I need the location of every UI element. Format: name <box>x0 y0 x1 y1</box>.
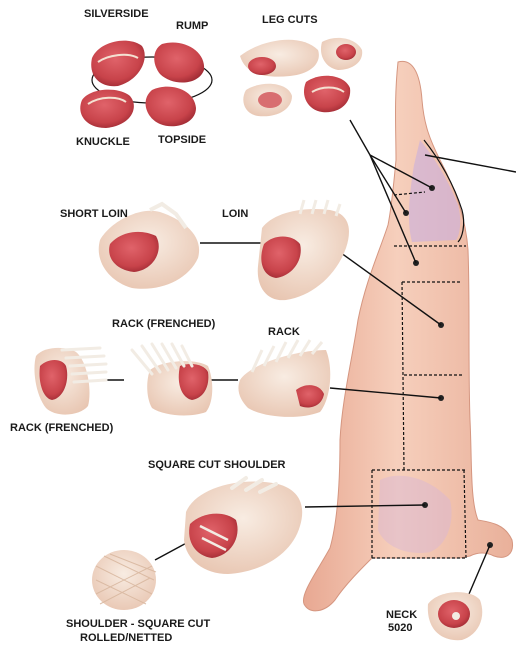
neck-image <box>428 592 482 640</box>
topside-image <box>146 87 196 127</box>
label-shoulder-rolled-line2: ROLLED/NETTED <box>80 632 172 644</box>
shoulder-rolled-netted-image <box>92 550 156 610</box>
rack-frenched-middle-image <box>132 344 212 415</box>
rack-image <box>238 340 330 417</box>
label-rack-frenched-top: RACK (FRENCHED) <box>112 318 215 330</box>
label-neck-line2: 5020 <box>388 622 412 634</box>
label-loin: LOIN <box>222 208 248 220</box>
lamb-carcass <box>303 61 512 610</box>
rump-image <box>154 42 204 82</box>
label-topside: TOPSIDE <box>158 134 206 146</box>
square-cut-shoulder-image <box>184 478 302 574</box>
silverside-image <box>91 41 145 87</box>
label-silverside: SILVERSIDE <box>84 8 149 20</box>
label-neck-line1: NECK <box>386 609 417 621</box>
label-rump: RUMP <box>176 20 208 32</box>
leg-cuts-image <box>240 38 362 116</box>
label-leg-cuts: LEG CUTS <box>262 14 318 26</box>
label-rack: RACK <box>268 326 300 338</box>
label-short-loin: SHORT LOIN <box>60 208 128 220</box>
label-shoulder-rolled-line1: SHOULDER - SQUARE CUT <box>66 618 210 630</box>
loin-image <box>258 200 349 300</box>
rack-frenched-left-image <box>34 348 106 415</box>
label-knuckle: KNUCKLE <box>76 136 130 148</box>
label-square-cut-shoulder: SQUARE CUT SHOULDER <box>148 459 286 471</box>
knuckle-image <box>80 90 134 128</box>
label-rack-frenched-left: RACK (FRENCHED) <box>10 422 113 434</box>
